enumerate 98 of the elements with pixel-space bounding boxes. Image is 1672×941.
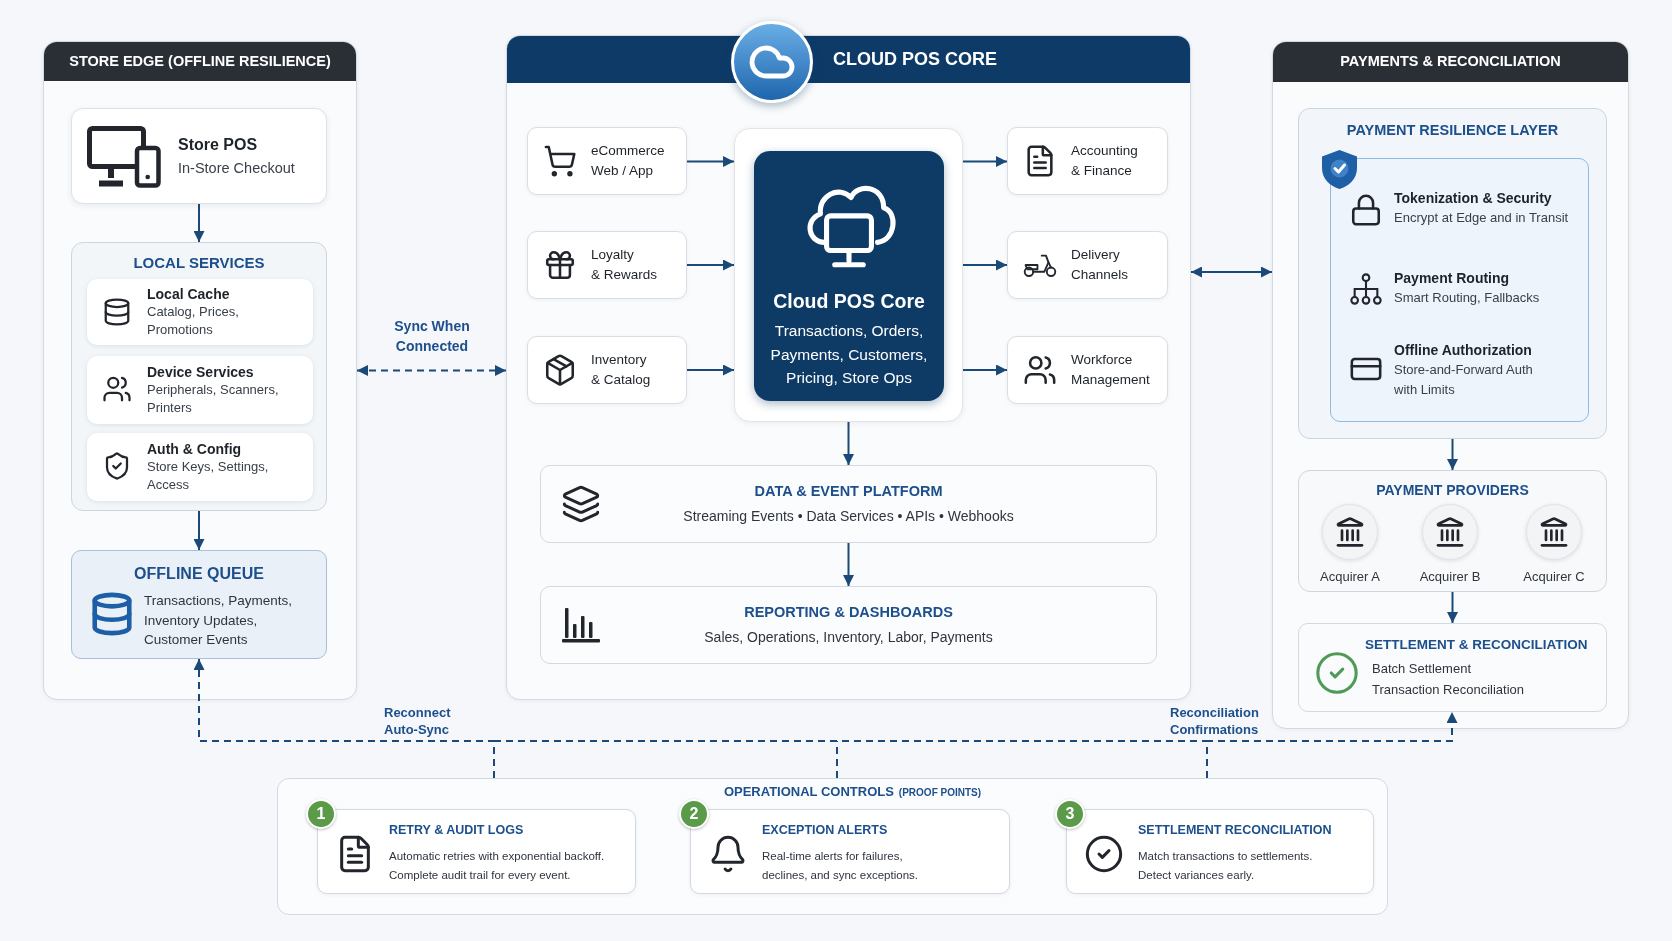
arrow <box>1447 438 1458 471</box>
arrow <box>686 364 735 376</box>
group-title: LOCAL SERVICES <box>133 253 265 273</box>
group-title: PAYMENT RESILIENCE LAYER <box>1346 121 1559 140</box>
core-frame <box>734 128 963 422</box>
service-card <box>87 356 313 424</box>
card-label: Channels <box>1071 266 1129 284</box>
dashed-double-arrow <box>356 365 507 376</box>
module-card <box>1007 231 1168 299</box>
feature-list-panel <box>1330 158 1589 422</box>
node-label: Acquirer B <box>1419 568 1481 585</box>
item-title: Tokenization & Security <box>1394 189 1552 208</box>
card-label: & Catalog <box>591 371 651 389</box>
controls-panel <box>277 778 1388 915</box>
card-label: eCommerce <box>591 142 665 160</box>
group-title: OFFLINE QUEUE <box>134 564 264 584</box>
card-label: & Finance <box>1071 162 1133 180</box>
section-panel <box>43 41 357 700</box>
card-description: Transactions, Orders, Payments, Customers, Pricing, Store Ops <box>769 321 929 388</box>
queue-description: Transactions, Payments, Inventory Updates, Customer Events <box>144 592 294 649</box>
arrow <box>1447 591 1458 624</box>
card-description: Match transactions to settlements. Detect variances early. <box>1138 849 1314 883</box>
module-card <box>1007 127 1168 195</box>
service-card <box>87 433 313 501</box>
module-card <box>527 127 687 195</box>
card-label: Loyalty <box>591 246 635 264</box>
device-card <box>71 108 327 204</box>
card-description: Real-time alerts for failures, declines, and sync exceptions. <box>762 849 919 883</box>
card-title: Auth & Config <box>147 440 243 458</box>
platform-band <box>540 465 1157 543</box>
service-card <box>87 279 313 345</box>
card-title: REPORTING & DASHBOARDS <box>744 603 953 622</box>
dashed-connector-line <box>836 740 838 779</box>
card-description: Sales, Operations, Inventory, Labor, Payments <box>704 628 993 647</box>
card-label: Inventory <box>591 351 648 369</box>
step-number: 3 <box>1055 799 1085 829</box>
platform-band <box>540 586 1157 664</box>
card-label: Management <box>1071 371 1150 389</box>
card-description: Automatic retries with exponential backoff. Complete audit trail for every event. <box>389 849 606 883</box>
card-title: SETTLEMENT RECONCILIATION <box>1138 822 1332 838</box>
dashed-arrow <box>193 658 495 779</box>
section-panel <box>506 35 1191 700</box>
card-label: Workforce <box>1071 351 1134 369</box>
group-panel <box>1298 108 1607 439</box>
arrow <box>686 156 735 167</box>
panel-title: PAYMENTS & RECONCILIATION <box>1273 42 1628 82</box>
arrow <box>962 156 1008 167</box>
card-title: Local Cache <box>147 285 231 303</box>
queue-panel <box>71 550 327 659</box>
card-label: Delivery <box>1071 246 1121 264</box>
card-description: Store Keys, Settings, Access <box>147 458 270 494</box>
group-title: PAYMENT PROVIDERS <box>1376 481 1529 500</box>
card-description: Batch Settlement <box>1372 660 1471 678</box>
group-panel <box>71 242 327 511</box>
card-title: RETRY & AUDIT LOGS <box>389 822 524 838</box>
item-description: Store-and-Forward Auth with Limits <box>1394 361 1534 399</box>
arrow <box>193 510 205 551</box>
item-description: Encrypt at Edge and in Transit <box>1394 209 1569 227</box>
group-panel <box>1298 470 1607 592</box>
arrow <box>193 203 205 243</box>
dashed-arrow <box>1206 711 1458 779</box>
arrow <box>686 259 735 271</box>
card-title: EXCEPTION ALERTS <box>762 822 888 838</box>
item-title: Offline Authorization <box>1394 341 1532 360</box>
card-title: Store POS <box>178 135 259 155</box>
card-title: DATA & EVENT PLATFORM <box>754 482 943 501</box>
panel-title: STORE EDGE (OFFLINE RESILIENCE) <box>44 42 356 81</box>
card-title: Cloud POS Core <box>773 289 925 313</box>
card-label: Accounting <box>1071 142 1138 160</box>
module-card <box>527 336 687 404</box>
card-description: Transaction Reconciliation <box>1372 681 1524 699</box>
module-card <box>527 231 687 299</box>
dashed-connector-line <box>493 740 1208 742</box>
step-number: 2 <box>679 799 709 829</box>
panel-title: OPERATIONAL CONTROLS <box>723 783 894 800</box>
module-card <box>1007 336 1168 404</box>
section-panel <box>1272 41 1629 729</box>
item-title: Payment Routing <box>1394 269 1510 288</box>
arrow <box>962 259 1008 271</box>
double-arrow <box>1190 266 1273 278</box>
card-title: Device Services <box>147 363 255 381</box>
card-description: Peripherals, Scanners, Printers <box>147 381 280 417</box>
node-label: Acquirer C <box>1523 568 1585 585</box>
card-title: SETTLEMENT & RECONCILIATION <box>1365 636 1588 653</box>
panel-title: (PROOF POINTS) <box>898 786 982 800</box>
settlement-panel <box>1298 623 1607 712</box>
card-description: Catalog, Prices, Promotions <box>147 303 240 339</box>
core-card <box>754 151 944 401</box>
arrow <box>843 421 854 466</box>
step-number: 1 <box>306 799 336 829</box>
arrow <box>962 364 1008 376</box>
node-label: Acquirer A <box>1320 568 1380 585</box>
arrow <box>843 542 854 587</box>
card-description: Streaming Events • Data Services • APIs • Webhooks <box>683 507 1014 526</box>
card-label: & Rewards <box>591 266 658 284</box>
item-description: Smart Routing, Fallbacks <box>1394 289 1540 307</box>
card-subtitle: In-Store Checkout <box>178 159 295 178</box>
card-label: Web / App <box>591 162 655 180</box>
